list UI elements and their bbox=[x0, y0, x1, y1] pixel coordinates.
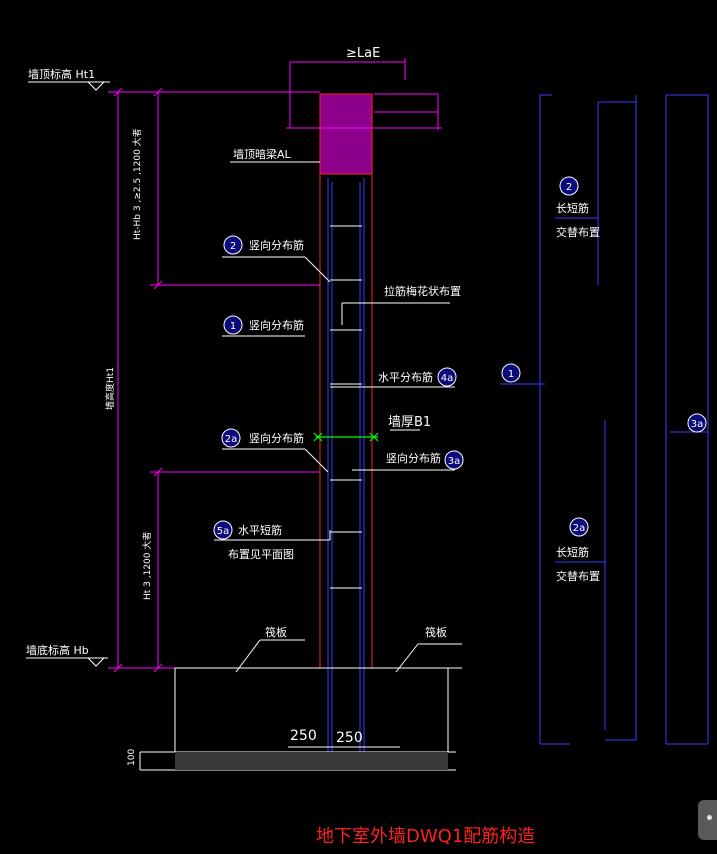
right-marker-2a: 2a bbox=[573, 523, 586, 534]
rebar-markers: 2 1 4a 2a 3a 5a 2 1 3a 2a bbox=[213, 176, 707, 540]
marker-2: 2 bbox=[230, 241, 236, 252]
vertical-dist-2-label: 竖向分布筋 bbox=[249, 238, 304, 252]
left-top-dim: Ht-Hb 3 ,≥2.5 ,1200 大者 bbox=[131, 128, 143, 240]
elevation-markers bbox=[26, 81, 110, 667]
raft-right-label: 筏板 bbox=[425, 625, 447, 639]
wall-outline bbox=[319, 94, 373, 668]
dot-icon bbox=[707, 815, 712, 820]
marker-3a: 3a bbox=[448, 456, 461, 467]
lae-label: ≥LaE bbox=[346, 46, 380, 61]
text-labels: ≥LaE 墙顶标高 Ht1 墙顶暗梁AL 竖向分布筋 拉筋梅花状布置 竖向分布筋… bbox=[26, 46, 600, 847]
right-schematic bbox=[500, 94, 709, 745]
vertical-dist-2a-label: 竖向分布筋 bbox=[249, 431, 304, 445]
long-short-bottom-2: 交替布置 bbox=[556, 569, 600, 583]
concrete-cushion bbox=[175, 752, 448, 770]
raft-left-label: 筏板 bbox=[265, 625, 287, 639]
horizontal-dist-label: 水平分布筋 bbox=[378, 370, 433, 384]
wall-top-beam-label: 墙顶暗梁AL bbox=[233, 147, 292, 161]
wall-bottom-elevation-label: 墙底标高 Hb bbox=[26, 643, 89, 657]
wall-thickness-label: 墙厚B1 bbox=[388, 415, 431, 430]
left-total-dim: 墙高度Ht1 bbox=[104, 367, 116, 410]
long-short-top-1: 长短筋 bbox=[556, 201, 589, 215]
tie-bars bbox=[330, 225, 362, 589]
dim-250-right: 250 bbox=[336, 730, 363, 746]
dim-100: 100 bbox=[127, 749, 137, 766]
leader-lines bbox=[214, 161, 455, 541]
horizontal-short-note: 布置见平面图 bbox=[228, 548, 294, 561]
marker-2a: 2a bbox=[225, 434, 238, 445]
right-marker-1: 1 bbox=[508, 369, 514, 380]
wall-top-elevation-label: 墙顶标高 Ht1 bbox=[28, 67, 95, 81]
right-marker-3a: 3a bbox=[691, 419, 704, 430]
tie-bar-label: 拉筋梅花状布置 bbox=[384, 284, 461, 298]
wall-top-beam bbox=[319, 93, 373, 175]
marker-1: 1 bbox=[230, 321, 236, 332]
vertical-dist-1-label: 竖向分布筋 bbox=[249, 318, 304, 332]
corner-handle[interactable] bbox=[698, 800, 717, 840]
long-short-bottom-1: 长短筋 bbox=[556, 545, 589, 559]
dim-250-left: 250 bbox=[290, 728, 317, 744]
wall-thickness-dim bbox=[313, 432, 379, 442]
raft-foundation bbox=[139, 639, 462, 771]
horizontal-short-label: 水平短筋 bbox=[238, 523, 282, 537]
marker-5a: 5a bbox=[217, 526, 230, 537]
long-short-top-2: 交替布置 bbox=[556, 225, 600, 239]
left-bottom-dim: Ht 3 ,1200 大者 bbox=[141, 532, 153, 600]
marker-4a: 4a bbox=[441, 373, 454, 384]
vertical-rebars bbox=[327, 178, 365, 760]
right-marker-2: 2 bbox=[566, 182, 572, 193]
drawing-title: 地下室外墙DWQ1配筋构造 bbox=[316, 826, 535, 847]
vertical-dist-3a-label: 竖向分布筋 bbox=[386, 451, 441, 465]
